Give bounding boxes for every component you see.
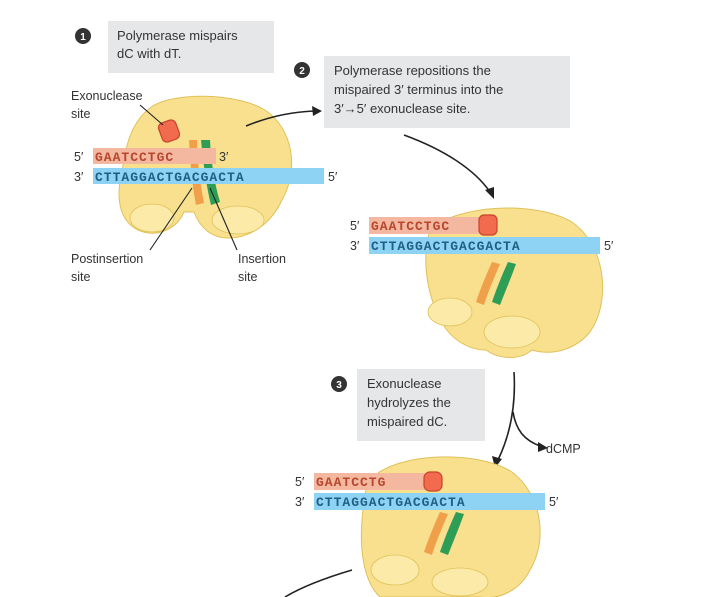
svg-text:2: 2 xyxy=(299,66,305,77)
svg-text:3′: 3′ xyxy=(219,150,229,164)
svg-text:dC with dT.: dC with dT. xyxy=(117,46,181,61)
svg-text:Polymerase mispairs: Polymerase mispairs xyxy=(117,28,238,43)
arrow-icon xyxy=(312,106,322,116)
arrow-icon xyxy=(497,371,516,461)
insertion-site-marker xyxy=(440,512,464,555)
svg-text:3′: 3′ xyxy=(350,239,360,253)
svg-text:5′: 5′ xyxy=(328,170,338,184)
exonuclease-site-marker xyxy=(478,214,498,236)
dcmp-label: dCMP xyxy=(546,442,581,456)
arrow-icon xyxy=(245,110,315,127)
arrow-icon xyxy=(485,187,494,199)
postinsertion-site-label: Postinsertion site xyxy=(71,187,193,284)
arrow-icon xyxy=(403,134,491,193)
svg-text:Polymerase repositions the: Polymerase repositions the xyxy=(334,63,491,78)
dna-panel2: 5′ GAATCCTGC 3′ CTTAGGACTGACGACTA 5′ xyxy=(350,214,614,254)
svg-text:site: site xyxy=(71,107,91,121)
svg-text:CTTAGGACTGACGACTA: CTTAGGACTGACGACTA xyxy=(95,170,245,185)
svg-text:5′: 5′ xyxy=(549,495,559,509)
svg-text:5′: 5′ xyxy=(295,475,305,489)
svg-text:3′: 3′ xyxy=(74,170,84,184)
svg-text:mispaired 3′ terminus into the: mispaired 3′ terminus into the xyxy=(334,82,503,97)
svg-text:Postinsertion: Postinsertion xyxy=(71,252,143,266)
arrow-icon xyxy=(512,411,541,447)
svg-text:mispaired dC.: mispaired dC. xyxy=(367,414,447,429)
svg-text:GAATCCTGC: GAATCCTGC xyxy=(371,219,450,234)
svg-text:CTTAGGACTGACGACTA: CTTAGGACTGACGACTA xyxy=(371,239,521,254)
svg-text:5′: 5′ xyxy=(604,239,614,253)
svg-text:GAATCCTG: GAATCCTG xyxy=(316,475,386,490)
exonuclease-site-marker xyxy=(157,119,181,143)
svg-text:5′: 5′ xyxy=(350,219,360,233)
step2-caption: 2 Polymerase repositions the mispaired 3… xyxy=(294,56,570,128)
svg-text:GAATCCTGC: GAATCCTGC xyxy=(95,150,174,165)
insertion-site-marker xyxy=(492,262,516,305)
dna-panel1: 5′ GAATCCTGC 3′ 3′ CTTAGGACTGACGACTA 5′ xyxy=(74,148,338,185)
step1-caption: 1 Polymerase mispairs dC with dT. xyxy=(75,21,274,73)
svg-text:CTTAGGACTGACGACTA: CTTAGGACTGACGACTA xyxy=(316,495,466,510)
dna-panel3: 5′ GAATCCTG 3′ CTTAGGACTGACGACTA 5′ xyxy=(295,471,559,510)
svg-text:3′→5′ exonuclease site.: 3′→5′ exonuclease site. xyxy=(334,101,470,116)
svg-text:Exonuclease: Exonuclease xyxy=(367,376,441,391)
arrow-icon xyxy=(284,569,353,597)
insertion-site-label: Insertion site xyxy=(209,187,286,284)
arrow-icon xyxy=(538,442,548,452)
exonuclease-site-marker xyxy=(423,471,443,492)
step-marker-icon xyxy=(75,28,91,44)
svg-text:5′: 5′ xyxy=(74,150,84,164)
svg-text:1: 1 xyxy=(80,32,86,43)
postinsertion-site-marker xyxy=(424,512,448,555)
svg-text:3: 3 xyxy=(336,380,342,391)
svg-text:3′: 3′ xyxy=(295,495,305,509)
step-marker-icon xyxy=(331,376,347,392)
postinsertion-site-marker xyxy=(476,262,500,305)
step-marker-icon xyxy=(294,62,310,78)
svg-text:site: site xyxy=(238,270,258,284)
svg-text:site: site xyxy=(71,270,91,284)
svg-text:Exonuclease: Exonuclease xyxy=(71,89,143,103)
exonuclease-site-label: Exonuclease site xyxy=(71,89,164,126)
svg-text:Insertion: Insertion xyxy=(238,252,286,266)
step3-caption: 3 Exonuclease hydrolyzes the mispaired d… xyxy=(331,369,485,441)
svg-text:hydrolyzes the: hydrolyzes the xyxy=(367,395,451,410)
